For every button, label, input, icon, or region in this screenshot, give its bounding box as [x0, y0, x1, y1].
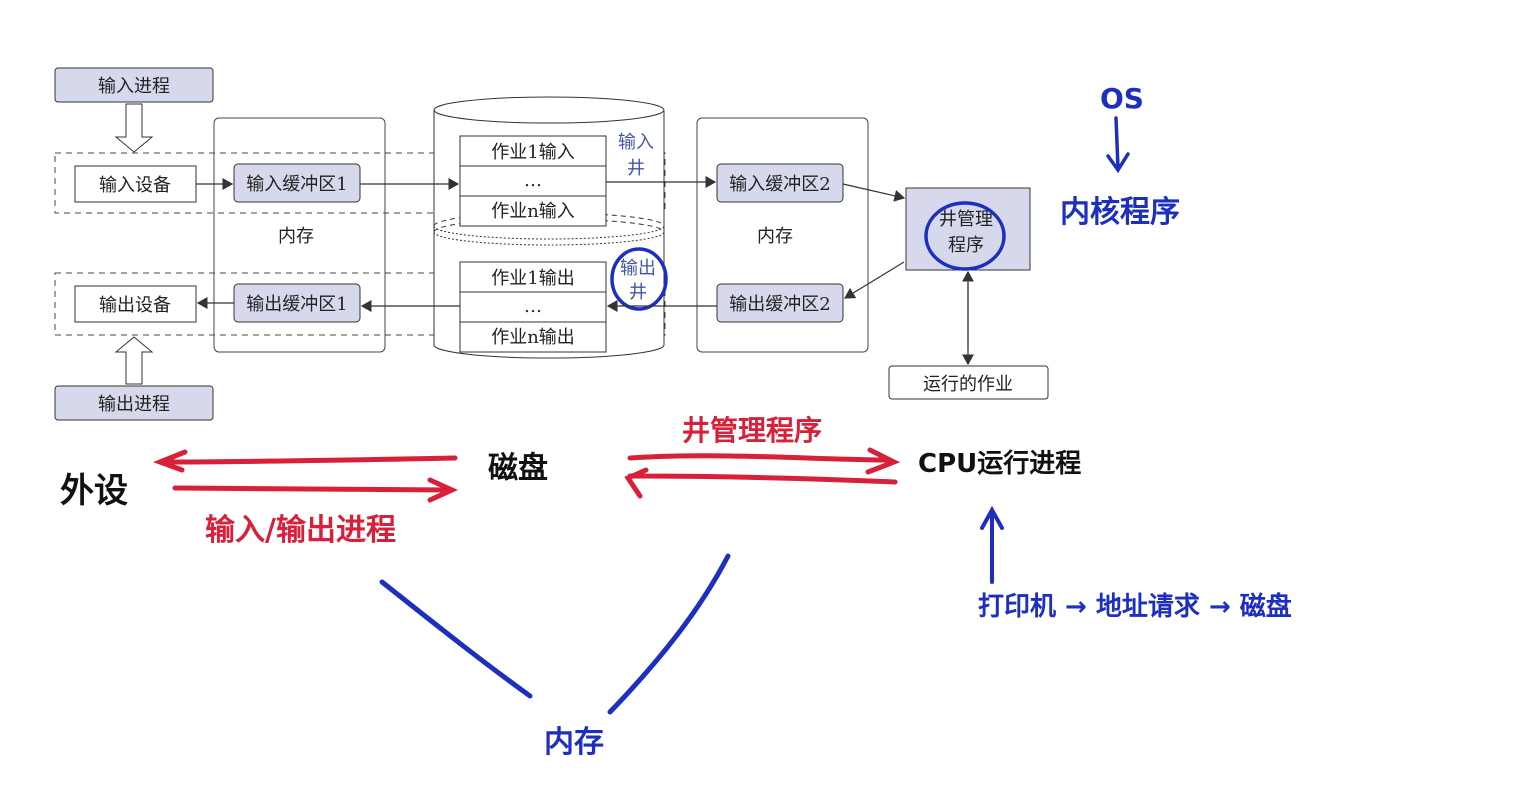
- annotation-kernel: 内核程序: [1060, 195, 1180, 230]
- annotation-memory: 内存: [544, 725, 604, 760]
- output-well-circle: [610, 247, 668, 311]
- well-manager-label-2: 程序: [948, 235, 984, 256]
- output-well-label-1: 输出: [620, 258, 656, 279]
- input-process-arrow: [114, 103, 154, 153]
- output-buffer-1-label: 输出缓冲区1: [246, 294, 347, 315]
- output-process-arrow: [114, 336, 154, 385]
- input-channel-dashed: [54, 152, 666, 214]
- well-manager-circle: [924, 201, 1006, 271]
- blue-line-right: [607, 553, 731, 715]
- input-well-item-2: …: [524, 170, 542, 191]
- blue-arrow-up: [980, 505, 1004, 584]
- output-well-item-3-box: [459, 321, 607, 353]
- output-well-item-2: …: [524, 296, 542, 317]
- connector-arrows: [196, 176, 974, 366]
- annotation-cpu: CPU运行进程: [918, 448, 1081, 479]
- input-device-label: 输入设备: [99, 175, 171, 196]
- memory-right-label: 内存: [757, 226, 793, 247]
- input-buffer-2-box: [716, 163, 844, 203]
- memory-right-box: [696, 117, 869, 353]
- input-well-label-1: 输入: [618, 132, 654, 153]
- blue-line-left: [379, 579, 533, 699]
- output-process-box: [54, 385, 214, 421]
- input-well-item-1-box: [459, 135, 607, 167]
- output-well-item-1: 作业1输出: [491, 268, 574, 289]
- well-manager-label-1: 井管理: [939, 209, 993, 230]
- annotation-disk: 磁盘: [488, 451, 548, 486]
- output-well-item-1-box: [459, 261, 607, 293]
- output-channel-dashed: [54, 272, 666, 336]
- output-well-item-3: 作业n输出: [491, 327, 575, 348]
- input-well-item-1: 作业1输入: [491, 142, 574, 163]
- memory-left-box: [213, 117, 386, 353]
- running-job-box: [888, 365, 1049, 400]
- annotation-os-arrow: [1106, 116, 1130, 174]
- annotation-well-manager: 井管理程序: [682, 414, 822, 447]
- input-device-box: [74, 165, 197, 203]
- output-process-label: 输出进程: [98, 394, 170, 415]
- running-job-label: 运行的作业: [923, 374, 1013, 395]
- memory-left-label: 内存: [278, 226, 314, 247]
- input-process-box: [54, 67, 214, 103]
- output-device-label: 输出设备: [99, 295, 171, 316]
- input-buffer-2-label: 输入缓冲区2: [729, 174, 830, 195]
- output-well-label-2: 井: [629, 282, 647, 303]
- input-process-label: 输入进程: [98, 76, 170, 97]
- annotation-peripheral: 外设: [60, 471, 128, 511]
- input-buffer-1-box: [233, 163, 361, 203]
- red-arrow-cpu-to-disk: [624, 467, 898, 499]
- input-well-item-2-box: [459, 165, 607, 197]
- output-device-box: [74, 285, 197, 323]
- input-well-item-3-box: [459, 195, 607, 227]
- output-buffer-2-label: 输出缓冲区2: [729, 294, 830, 315]
- input-well-item-3: 作业n输入: [491, 201, 575, 222]
- output-buffer-2-box: [716, 283, 844, 323]
- annotation-os: OS: [1100, 82, 1144, 115]
- annotation-io-process: 输入/输出进程: [205, 513, 396, 548]
- annotation-print-flow: 打印机 → 地址请求 → 磁盘: [978, 591, 1292, 622]
- red-arrow-disk-to-cpu: [627, 447, 901, 475]
- input-well-label-2: 井: [627, 158, 645, 179]
- input-buffer-1-label: 输入缓冲区1: [246, 174, 347, 195]
- output-well-item-2-box: [459, 291, 607, 323]
- red-arrow-disk-to-peripheral: [152, 449, 458, 473]
- red-arrow-peripheral-to-disk: [172, 477, 459, 503]
